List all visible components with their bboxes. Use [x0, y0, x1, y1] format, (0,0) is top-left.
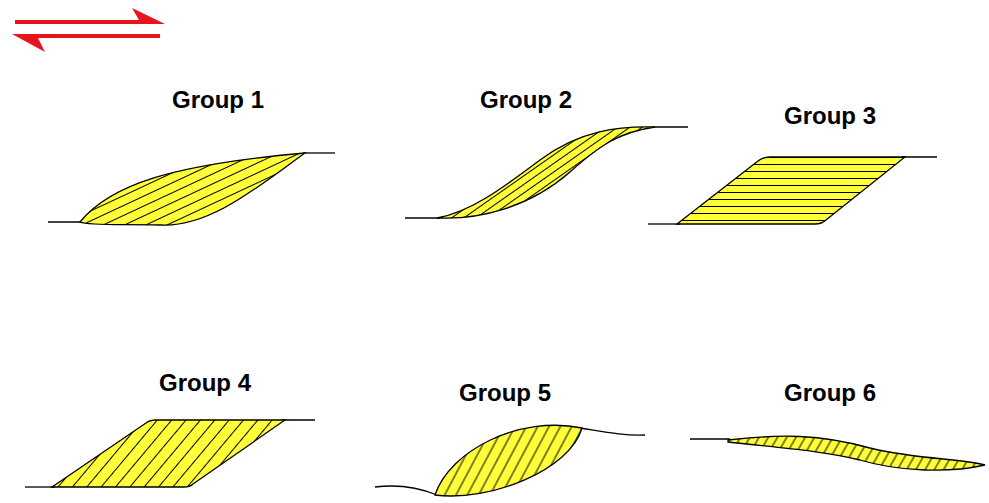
group-label: Group 4 [159, 370, 251, 396]
group-label: Group 1 [172, 87, 264, 113]
group-label: Group 2 [480, 87, 572, 113]
group-label: Group 5 [459, 380, 551, 406]
group-label: Group 6 [784, 380, 876, 406]
group-label: Group 3 [784, 103, 876, 129]
